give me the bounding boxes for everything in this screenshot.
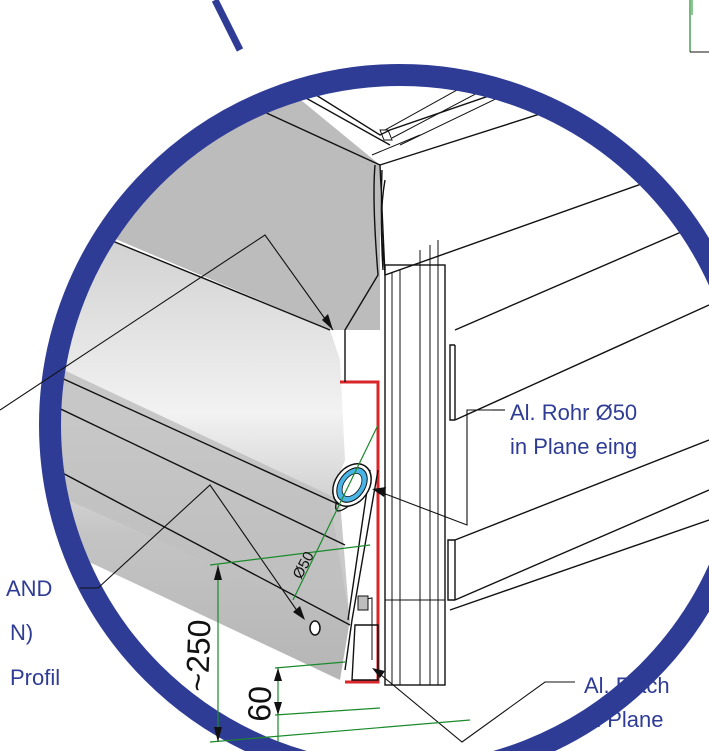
frame-corner xyxy=(689,0,709,53)
rivet xyxy=(309,620,321,636)
dimension-height-small: 60 xyxy=(241,685,278,722)
detail-leader-line xyxy=(211,0,244,52)
tarp-lower-band xyxy=(60,340,350,625)
detail-ring xyxy=(39,64,709,751)
callout-left-line3: Profil xyxy=(10,665,60,690)
callout-plate-line2: in Plane xyxy=(584,707,664,732)
callout-tube-line1: Al. Rohr Ø50 xyxy=(510,400,637,425)
flat-bar xyxy=(351,595,379,681)
callout-plate: Al. Fläch in Plane xyxy=(584,673,670,732)
callout-left: AND N) Profil xyxy=(6,576,98,690)
dimensions xyxy=(209,424,471,743)
callout-left-line1: AND xyxy=(6,576,52,601)
red-profile xyxy=(340,380,380,684)
dimension-height-total: ~250 xyxy=(179,619,217,692)
callout-left-line2: N) xyxy=(10,620,33,645)
top-rail xyxy=(298,85,709,156)
callout-tube-line2: in Plane eing xyxy=(510,434,637,459)
leaders xyxy=(0,234,575,743)
vertical-post xyxy=(384,240,446,686)
callout-plate-line1: Al. Fläch xyxy=(584,673,670,698)
callout-tube: Al. Rohr Ø50 in Plane eing xyxy=(492,400,637,459)
